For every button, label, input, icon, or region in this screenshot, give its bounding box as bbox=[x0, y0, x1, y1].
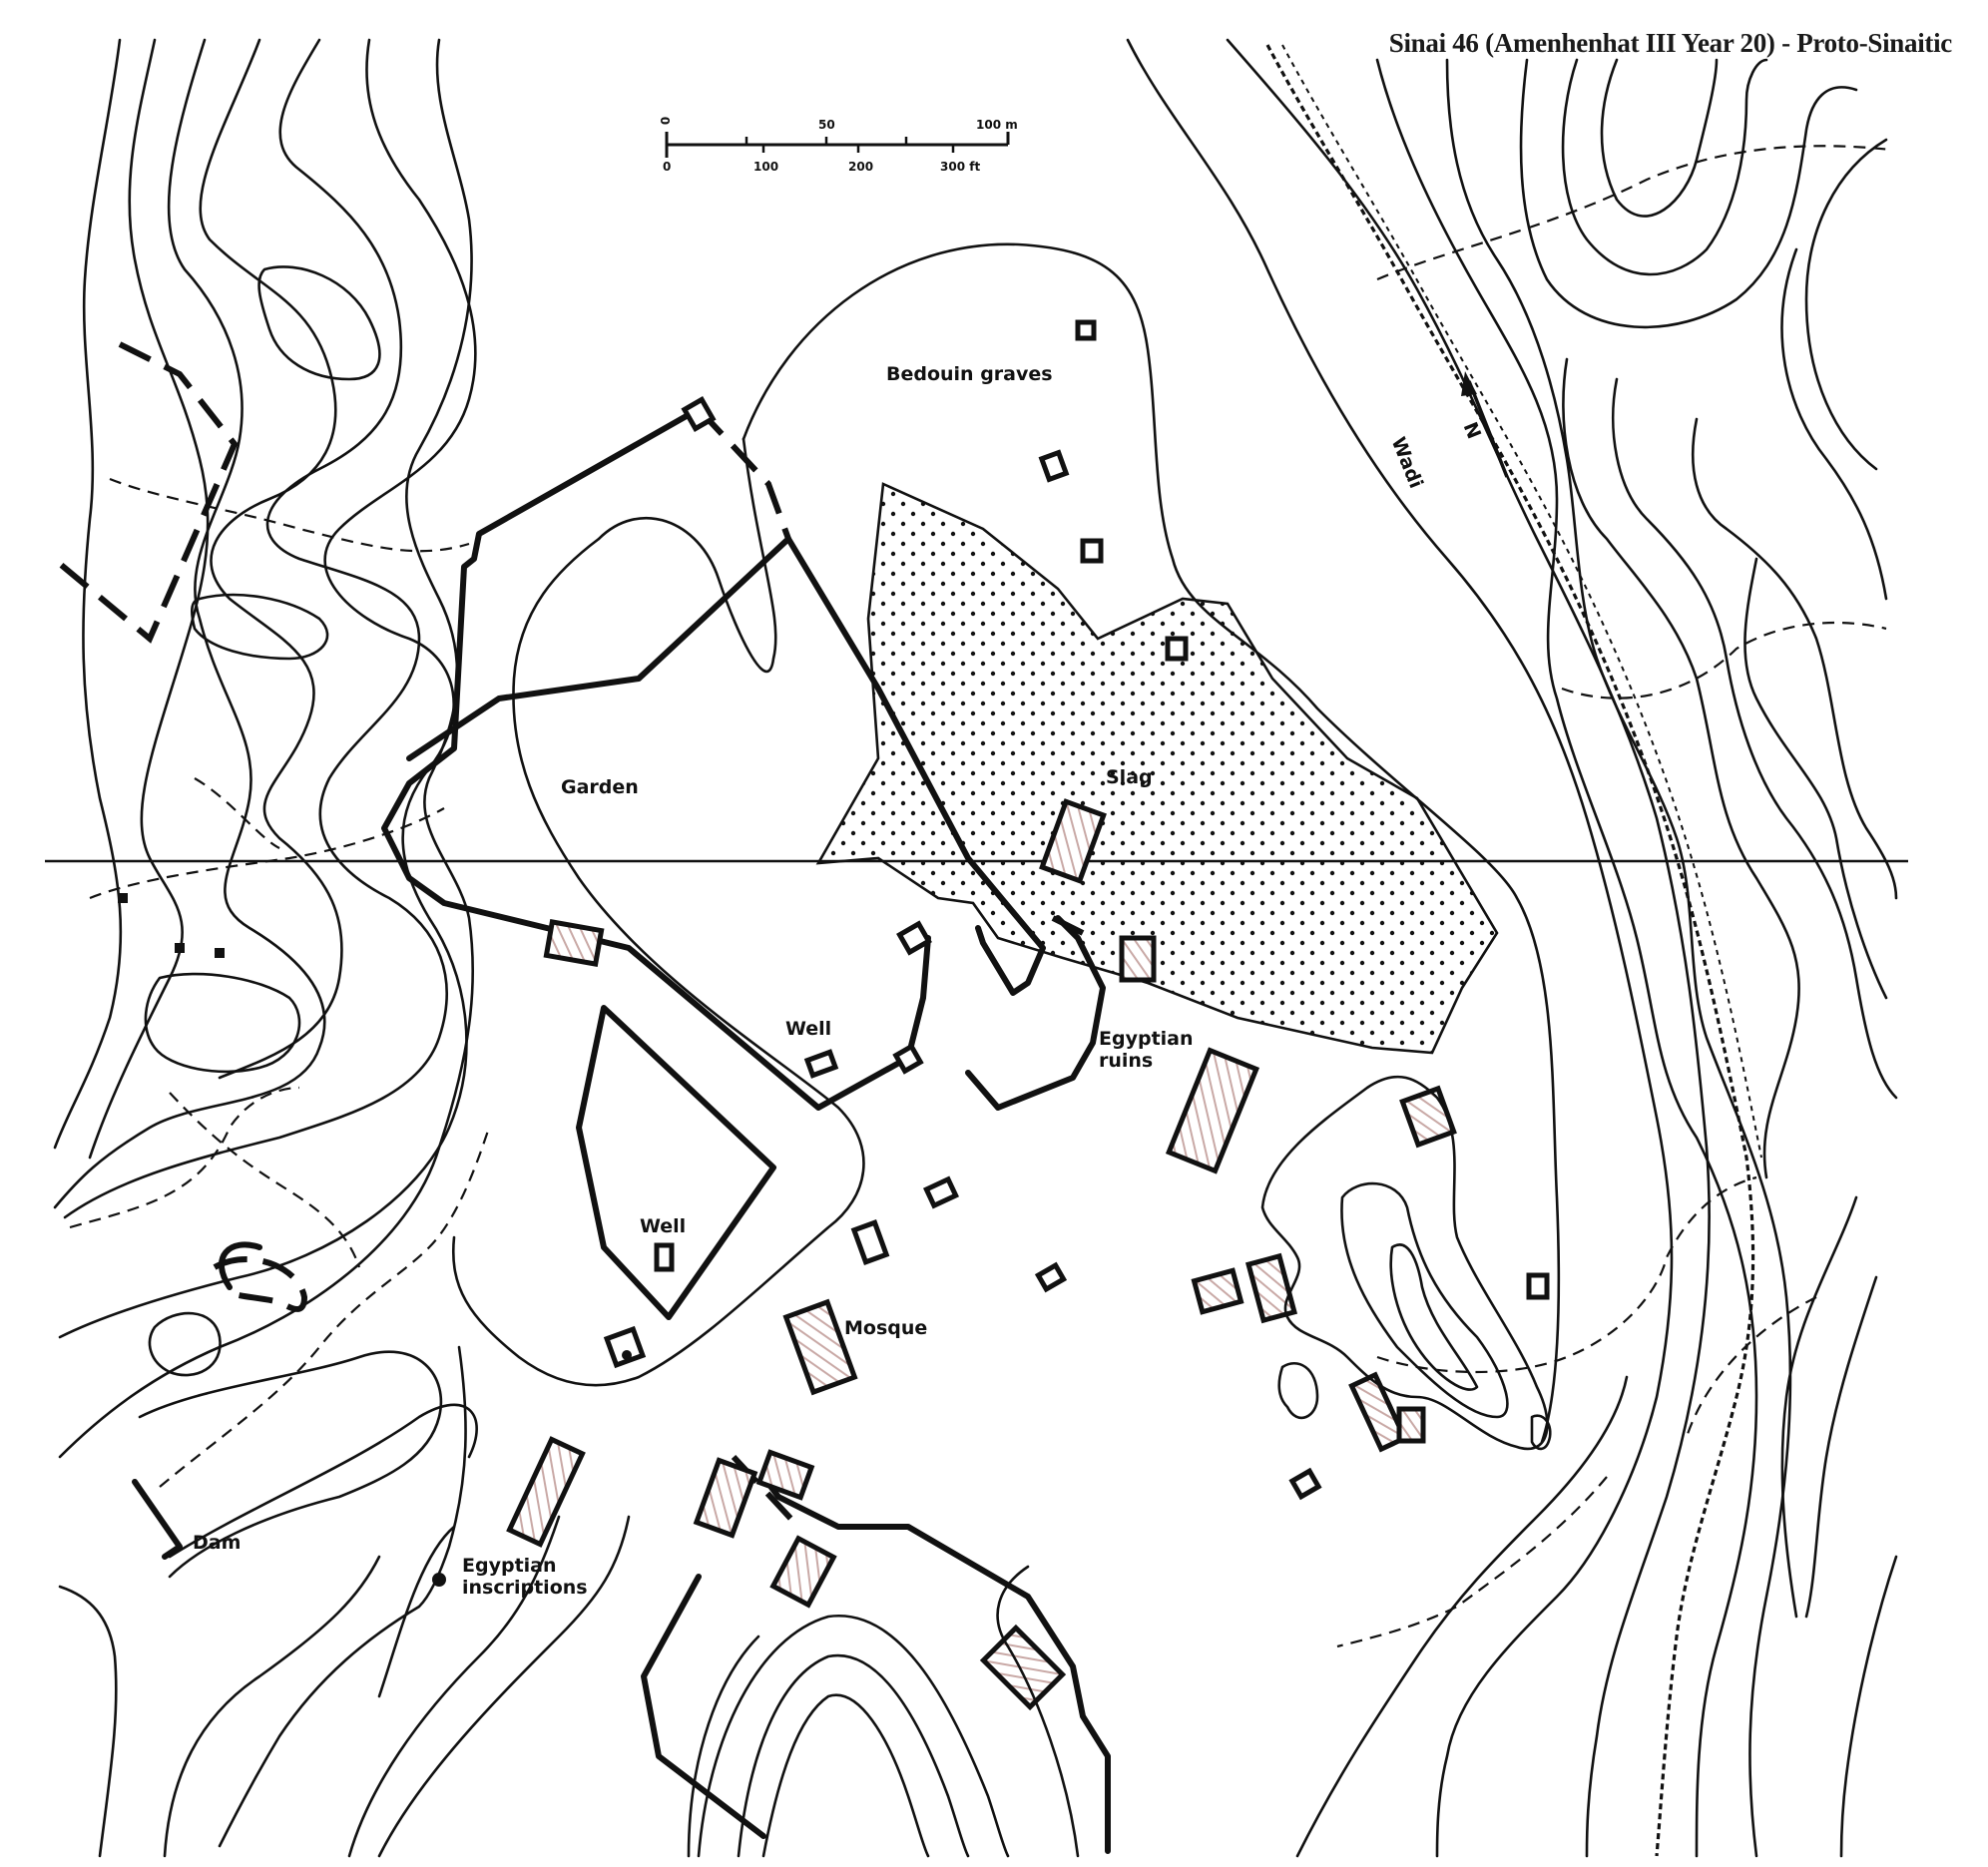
ruin-building bbox=[693, 1457, 758, 1539]
well-marker bbox=[654, 1242, 675, 1272]
north-arrow bbox=[1461, 371, 1509, 478]
marker bbox=[896, 920, 932, 956]
ruin-building bbox=[1348, 1371, 1408, 1453]
scale-label-ft-200: 200 bbox=[848, 160, 874, 174]
scale-label-ft-300: 300 ft bbox=[940, 160, 981, 174]
label-dam: Dam bbox=[193, 1532, 242, 1554]
north-west-enclosure bbox=[58, 341, 239, 644]
label-egyptian-inscriptions-line2: inscriptions bbox=[462, 1577, 588, 1599]
garden-contour bbox=[451, 537, 865, 1387]
label-well-lower: Well bbox=[640, 1215, 687, 1237]
scale-label-m-50: 50 bbox=[818, 118, 835, 132]
wadi-channel bbox=[1265, 44, 1755, 1857]
label-garden: Garden bbox=[561, 776, 639, 798]
label-well-upper: Well bbox=[785, 1018, 832, 1040]
scale-label-m-0: 0 bbox=[659, 116, 674, 126]
ruin-building bbox=[979, 1624, 1067, 1711]
marker bbox=[1034, 1261, 1068, 1293]
ruin-building bbox=[543, 919, 605, 967]
scale-bar bbox=[665, 132, 1010, 158]
ruin-building bbox=[1244, 1252, 1298, 1324]
ruin-building bbox=[1165, 1047, 1260, 1174]
south-compound-wall bbox=[760, 1454, 1111, 1854]
hill-contour bbox=[1260, 1075, 1549, 1451]
marker bbox=[1288, 1467, 1322, 1501]
slag-area bbox=[815, 482, 1499, 1055]
marker bbox=[850, 1219, 890, 1265]
marker bbox=[892, 1043, 924, 1075]
ruin-building bbox=[506, 1436, 586, 1548]
compound-wall bbox=[381, 406, 931, 1111]
grave-marker bbox=[681, 396, 717, 432]
label-egyptian-inscriptions: Egyptian inscriptions bbox=[462, 1555, 588, 1599]
track-line bbox=[109, 477, 470, 553]
grave-marker bbox=[1165, 636, 1189, 662]
egyptian-ruins-wall bbox=[965, 915, 1106, 1111]
ruin-building bbox=[1396, 1406, 1426, 1444]
map-title: Sinai 46 (Amenhenhat III Year 20) - Prot… bbox=[1388, 28, 1953, 58]
scale-label-ft-100: 100 bbox=[753, 160, 779, 174]
ruin-building bbox=[1119, 935, 1157, 983]
label-egyptian-ruins: Egyptian ruins bbox=[1099, 1028, 1194, 1072]
marker bbox=[922, 1175, 960, 1209]
grave-marker bbox=[1038, 449, 1070, 483]
label-bedouin-graves: Bedouin graves bbox=[886, 363, 1053, 385]
grave-marker bbox=[1075, 319, 1097, 341]
well-marker bbox=[603, 1325, 647, 1369]
scale-label-ft-0: 0 bbox=[663, 160, 672, 174]
grave-marker bbox=[1080, 538, 1104, 564]
marker bbox=[1526, 1272, 1550, 1300]
mosque-building bbox=[782, 1298, 858, 1396]
contour-line bbox=[53, 38, 123, 1150]
ruin-building bbox=[1191, 1267, 1244, 1315]
well-marker bbox=[803, 1049, 839, 1079]
ruin-building bbox=[769, 1535, 837, 1609]
label-egyptian-ruins-line1: Egyptian bbox=[1099, 1028, 1194, 1050]
scale-label-m-100: 100 m bbox=[976, 118, 1018, 132]
label-egyptian-inscriptions-line1: Egyptian bbox=[462, 1555, 557, 1577]
label-egyptian-ruins-line2: ruins bbox=[1099, 1050, 1154, 1072]
well-enclosure bbox=[576, 1005, 776, 1320]
label-slag: Slag bbox=[1106, 766, 1153, 788]
dam bbox=[132, 1479, 183, 1560]
bedouin-graves-boundary bbox=[742, 242, 1561, 1444]
inscription-marker bbox=[432, 1573, 446, 1587]
label-mosque: Mosque bbox=[844, 1317, 928, 1339]
ruin-building bbox=[1039, 798, 1107, 884]
ruin-building bbox=[755, 1449, 815, 1501]
